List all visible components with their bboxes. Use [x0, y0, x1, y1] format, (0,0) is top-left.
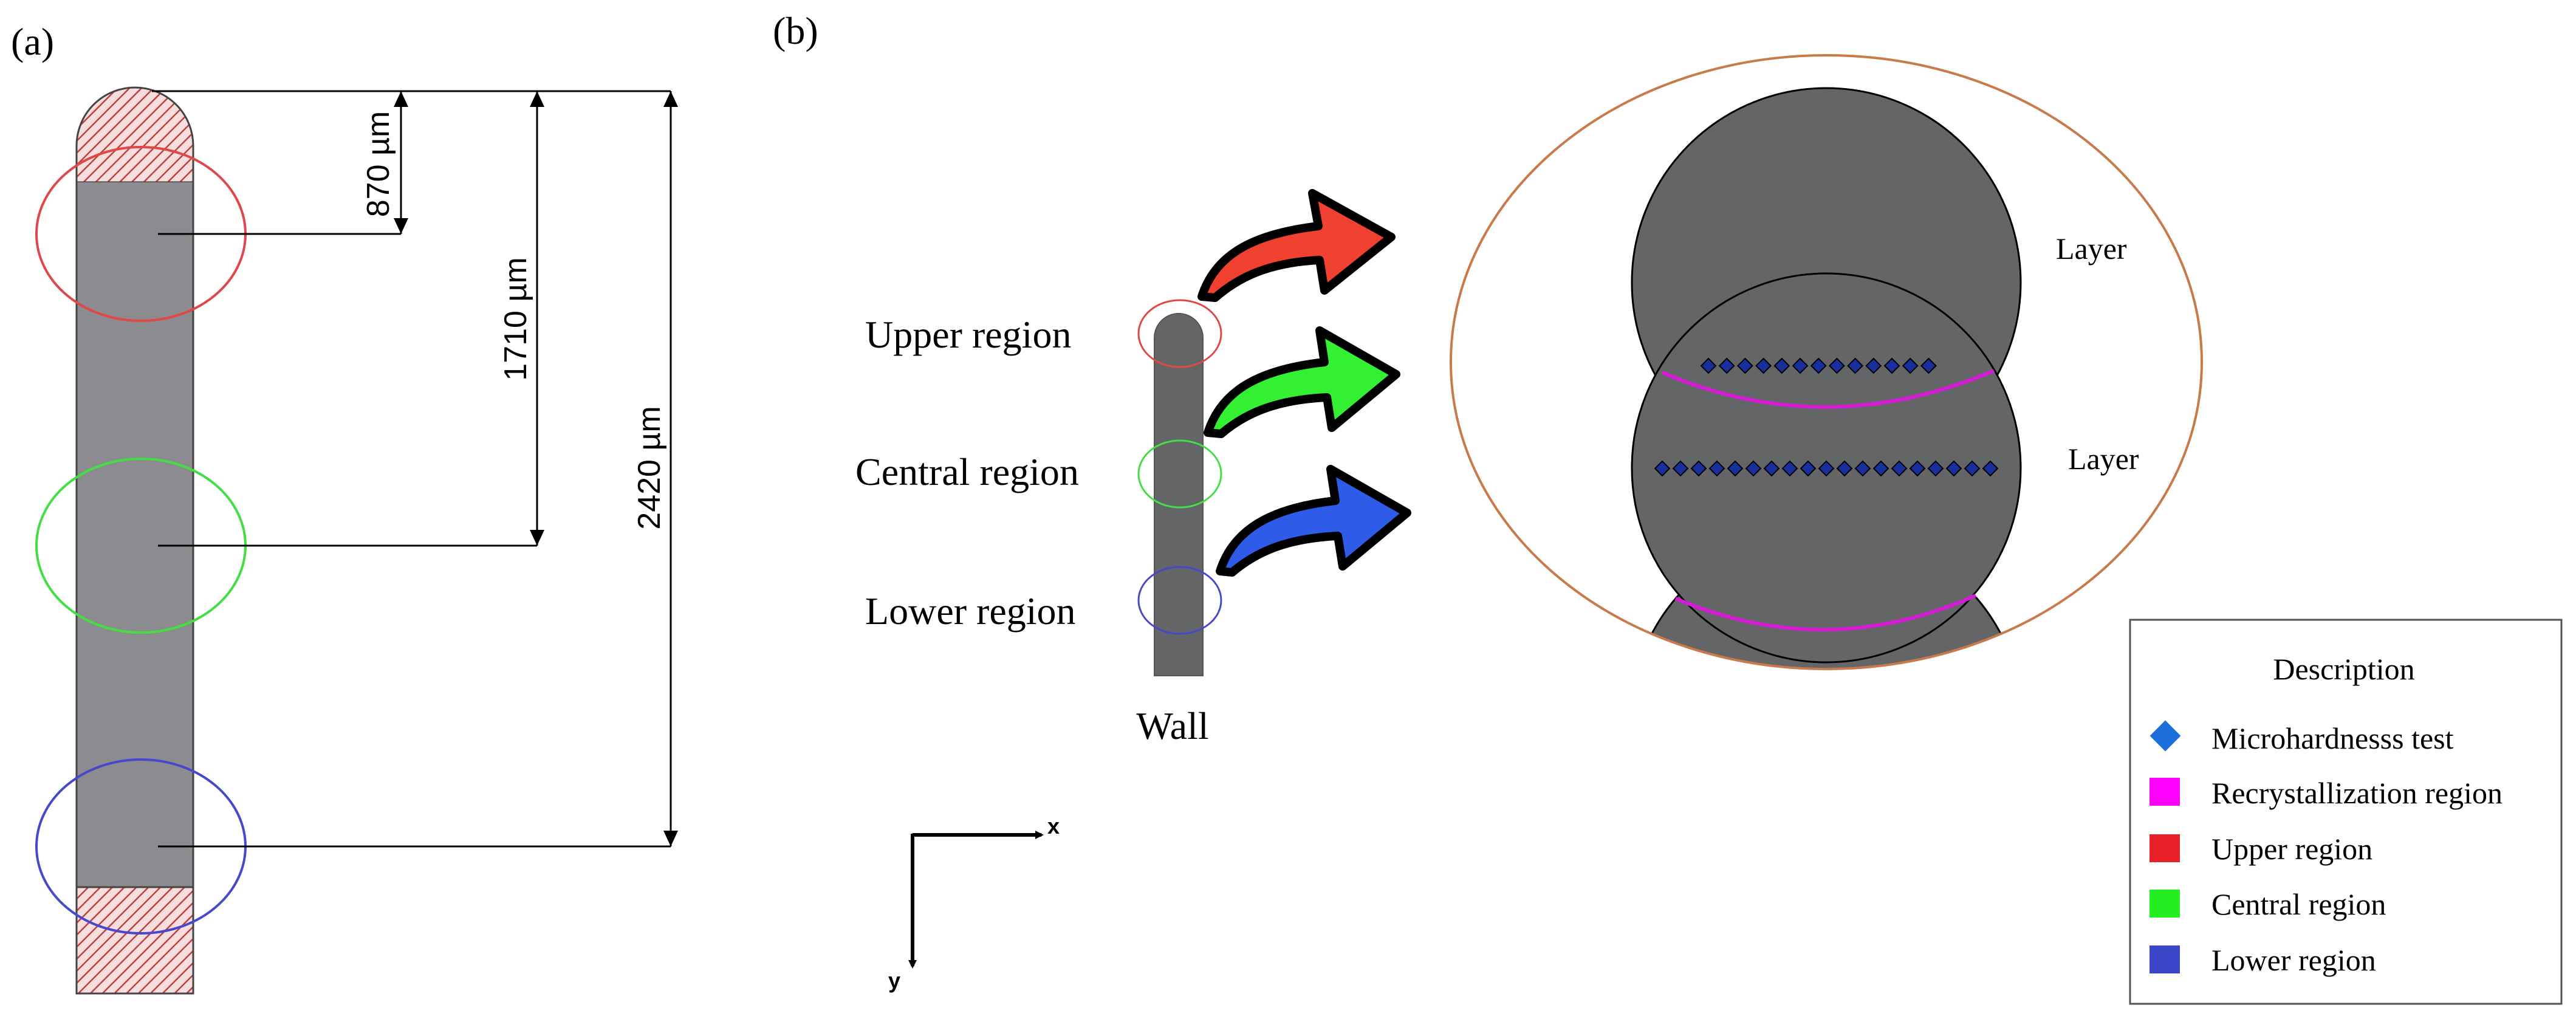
central-arrow — [1204, 326, 1400, 438]
indentation-marker — [1982, 460, 1999, 477]
recrystallization-line-lower — [1674, 594, 1977, 632]
layer-label-top: Layer — [2056, 232, 2127, 266]
indentation-marker — [1781, 460, 1798, 477]
indentation-marker — [1902, 357, 1919, 374]
dimension-2420: 2420 µm — [632, 406, 667, 529]
legend-label: Lower region — [2211, 943, 2376, 977]
region-label-lower: Lower region — [865, 589, 1076, 633]
dimension-arrowheads — [394, 91, 678, 846]
indentation-marker — [1755, 357, 1772, 374]
indentation-marker — [1927, 460, 1944, 477]
indentation-marker — [1708, 460, 1725, 477]
panel-a-label: (a) — [11, 20, 54, 63]
legend: Description Microhardnesss test Recrysta… — [2129, 619, 2563, 1005]
panel-b: (b) Upper region Central region Lower re… — [773, 9, 2563, 1005]
panel-a: (a) 87 — [11, 20, 678, 995]
indentation-marker — [1865, 357, 1882, 374]
indentation-marker — [1736, 357, 1753, 374]
legend-item: Central region — [2150, 887, 2386, 921]
panel-b-label: (b) — [773, 9, 818, 52]
region-label-upper: Upper region — [865, 313, 1071, 356]
indentation-marker — [1847, 357, 1864, 374]
legend-item: Recrystallization region — [2150, 776, 2502, 810]
indentation-marker — [1792, 357, 1809, 374]
legend-item: Microhardnesss test — [2150, 720, 2454, 755]
dimension-1710: 1710 µm — [498, 257, 533, 380]
small-upper-ellipse — [1137, 299, 1222, 368]
indentation-marker — [1945, 460, 1962, 477]
indentation-marker — [1745, 460, 1762, 477]
indentation-marker — [1773, 357, 1790, 374]
indent-row-middle — [1654, 460, 1999, 477]
indentation-marker — [1828, 357, 1845, 374]
indentation-marker — [1690, 460, 1707, 477]
upper-arrow — [1197, 189, 1396, 302]
indentation-marker — [1700, 357, 1717, 374]
recrystallization-line-upper — [1661, 369, 1995, 409]
axis-x-label: x — [1047, 814, 1060, 839]
dimension-870: 870 µm — [361, 111, 396, 217]
indentation-marker — [1800, 460, 1817, 477]
indent-row-upper — [1700, 357, 1937, 374]
indentation-marker — [1854, 460, 1871, 477]
axis-y-label: y — [888, 968, 900, 993]
indentation-marker — [1763, 460, 1780, 477]
region-label-central: Central region — [855, 450, 1079, 493]
small-central-ellipse — [1137, 439, 1222, 509]
small-lower-ellipse — [1137, 566, 1222, 635]
legend-label: Central region — [2211, 887, 2386, 921]
indentation-marker — [1718, 357, 1735, 374]
central-region-swatch-icon — [2150, 890, 2180, 918]
dimension-lines — [152, 90, 672, 848]
indentation-marker — [1891, 460, 1908, 477]
wall-body — [77, 182, 193, 887]
small-wall — [1154, 313, 1204, 676]
legend-label: Recrystallization region — [2211, 776, 2502, 810]
indentation-marker — [1836, 460, 1853, 477]
indentation-marker — [1672, 460, 1689, 477]
indentation-marker — [1872, 460, 1889, 477]
indentation-marker — [1818, 460, 1835, 477]
zoom-outline — [1450, 54, 2203, 670]
indentation-marker — [1654, 460, 1671, 477]
legend-item: Upper region — [2150, 832, 2372, 866]
layer-label-middle: Layer — [2068, 442, 2139, 476]
indentation-marker — [1964, 460, 1981, 477]
indentation-marker — [1909, 460, 1926, 477]
lower-region-swatch-icon — [2150, 945, 2180, 973]
hatched-top-cap — [75, 86, 194, 184]
indentation-marker — [1727, 460, 1744, 477]
legend-label: Upper region — [2211, 832, 2372, 866]
recrystallization-swatch-icon — [2150, 778, 2180, 806]
legend-label: Microhardnesss test — [2211, 721, 2454, 755]
hatched-bottom-base — [75, 886, 194, 995]
zoom-view: Layer Layer — [1450, 54, 2203, 670]
upper-region-swatch-icon — [2150, 834, 2180, 862]
indentation-marker — [1810, 357, 1827, 374]
legend-title: Description — [2273, 652, 2414, 686]
wall-label: Wall — [1136, 704, 1208, 747]
lower-arrow — [1216, 465, 1411, 577]
coordinate-axes: x y — [888, 814, 1060, 993]
wall-section — [75, 86, 194, 995]
indentation-marker — [1920, 357, 1937, 374]
legend-item: Lower region — [2150, 943, 2376, 977]
indentation-marker — [1883, 357, 1900, 374]
legend-box — [2129, 619, 2563, 1005]
